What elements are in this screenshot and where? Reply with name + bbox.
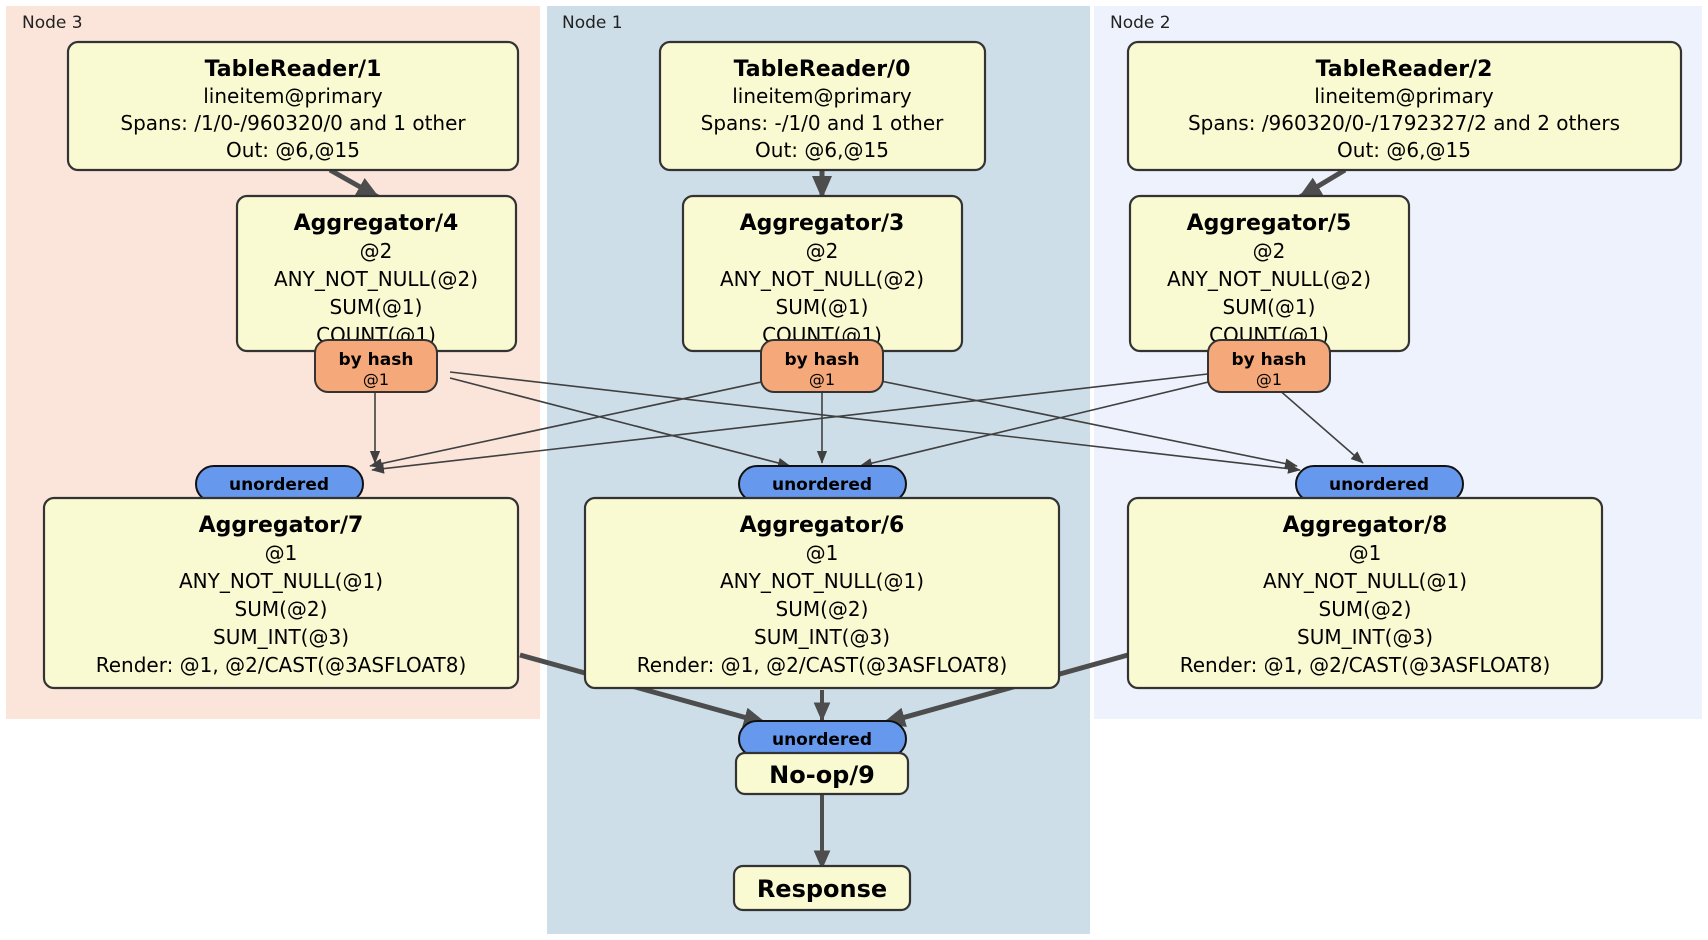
processor-line: @1: [265, 541, 298, 565]
processor-line: ANY_NOT_NULL(@2): [1167, 267, 1371, 291]
processor-line: ANY_NOT_NULL(@2): [274, 267, 478, 291]
processor-line: @2: [806, 239, 839, 263]
processor-line: Render: @1, @2/CAST(@3ASFLOAT8): [96, 653, 467, 677]
processor-line: Spans: /1/0-/960320/0 and 1 other: [120, 111, 466, 135]
processor-response[interactable]: Response: [732, 864, 912, 912]
router-label: by hash: [1232, 350, 1307, 370]
processor-line: SUM_INT(@3): [1297, 625, 1433, 649]
edge-byhash-right-unordered-left: [371, 371, 1226, 474]
router-byhash-left[interactable]: by hash @1: [314, 339, 438, 393]
processor-line: Spans: -/1/0 and 1 other: [701, 111, 944, 135]
processor-line: lineitem@primary: [732, 84, 912, 108]
processor-line: Render: @1, @2/CAST(@3ASFLOAT8): [637, 653, 1008, 677]
panel-node2-label: Node 2: [1110, 13, 1171, 33]
processor-title: TableReader/1: [205, 57, 382, 82]
processor-line: SUM(@1): [330, 295, 423, 319]
processor-title: Aggregator/8: [1283, 513, 1448, 538]
processor-line: SUM_INT(@3): [754, 625, 890, 649]
router-sub: @1: [1256, 370, 1282, 389]
processor-title: Response: [757, 875, 887, 903]
processor-line: SUM(@2): [1319, 597, 1412, 621]
processor-line: SUM(@1): [776, 295, 869, 319]
processor-line: lineitem@primary: [1314, 84, 1494, 108]
synchronizer-label: unordered: [772, 730, 872, 750]
edge-byhash-right-unordered-center: [859, 377, 1226, 469]
edges-reader-to-aggregator: [328, 167, 1347, 200]
router-byhash-center[interactable]: by hash @1: [760, 339, 884, 393]
processor-line: @1: [806, 541, 839, 565]
edge-byhash-right-unordered-right: [1269, 381, 1364, 464]
router-label: by hash: [339, 350, 414, 370]
processor-line: ANY_NOT_NULL(@1): [179, 569, 383, 593]
processor-title: No-op/9: [769, 761, 875, 789]
processor-line: @1: [1349, 541, 1382, 565]
processor-line: Render: @1, @2/CAST(@3ASFLOAT8): [1180, 653, 1551, 677]
processor-line: SUM_INT(@3): [213, 625, 349, 649]
processor-aggregator5[interactable]: Aggregator/5 @2 ANY_NOT_NULL(@2) SUM(@1)…: [1128, 194, 1411, 353]
synchronizer-unordered-left[interactable]: unordered: [195, 465, 364, 503]
processor-title: TableReader/0: [734, 57, 911, 82]
processor-tablereader2[interactable]: TableReader/2 lineitem@primary Spans: /9…: [1126, 40, 1683, 172]
router-label: by hash: [785, 350, 860, 370]
router-sub: @1: [809, 370, 835, 389]
processor-tablereader0[interactable]: TableReader/0 lineitem@primary Spans: -/…: [658, 40, 987, 172]
synchronizer-unordered-final[interactable]: unordered: [738, 720, 907, 758]
processor-line: SUM(@2): [776, 597, 869, 621]
processor-tablereader1[interactable]: TableReader/1 lineitem@primary Spans: /1…: [66, 40, 520, 172]
edge-byhash-center-unordered-left: [369, 377, 781, 469]
processor-aggregator6[interactable]: Aggregator/6 @1 ANY_NOT_NULL(@1) SUM(@2)…: [583, 496, 1061, 690]
processor-title: Aggregator/5: [1187, 211, 1352, 236]
processor-line: SUM(@1): [1223, 295, 1316, 319]
processor-aggregator7[interactable]: Aggregator/7 @1 ANY_NOT_NULL(@1) SUM(@2)…: [42, 496, 520, 690]
synchronizer-unordered-center[interactable]: unordered: [738, 465, 907, 503]
edge-byhash-left-unordered-right: [449, 371, 1301, 474]
processor-title: Aggregator/7: [199, 513, 364, 538]
processor-line: ANY_NOT_NULL(@1): [720, 569, 924, 593]
processor-noop9[interactable]: No-op/9: [734, 751, 910, 796]
processor-line: @2: [1253, 239, 1286, 263]
router-sub: @1: [363, 370, 389, 389]
processor-line: SUM(@2): [235, 597, 328, 621]
processor-line: Out: @6,@15: [1337, 138, 1471, 162]
edge-tablereader2-aggregator5: [1298, 167, 1347, 200]
processor-line: Out: @6,@15: [755, 138, 889, 162]
synchronizer-label: unordered: [1329, 475, 1429, 495]
processor-aggregator4[interactable]: Aggregator/4 @2 ANY_NOT_NULL(@2) SUM(@1)…: [235, 194, 518, 353]
processor-title: Aggregator/4: [294, 211, 459, 236]
processor-aggregator8[interactable]: Aggregator/8 @1 ANY_NOT_NULL(@1) SUM(@2)…: [1126, 496, 1604, 690]
edges-hash-to-unordered: [369, 371, 1364, 474]
processor-line: Out: @6,@15: [226, 138, 360, 162]
edge-byhash-left-unordered-center: [449, 377, 791, 468]
processor-line: Spans: /960320/0-/1792327/2 and 2 others: [1188, 111, 1620, 135]
processor-title: TableReader/2: [1316, 57, 1493, 82]
processor-line: ANY_NOT_NULL(@1): [1263, 569, 1467, 593]
synchronizer-label: unordered: [229, 475, 329, 495]
processor-aggregator3[interactable]: Aggregator/3 @2 ANY_NOT_NULL(@2) SUM(@1)…: [681, 194, 964, 353]
synchronizer-label: unordered: [772, 475, 872, 495]
panel-node1-label: Node 1: [562, 13, 623, 33]
processor-title: Aggregator/3: [740, 211, 905, 236]
processor-line: lineitem@primary: [203, 84, 383, 108]
synchronizer-unordered-right[interactable]: unordered: [1295, 465, 1464, 503]
router-byhash-right[interactable]: by hash @1: [1207, 339, 1331, 393]
processor-title: Aggregator/6: [740, 513, 905, 538]
processor-line: ANY_NOT_NULL(@2): [720, 267, 924, 291]
processor-line: @2: [360, 239, 393, 263]
panel-node3-label: Node 3: [22, 13, 83, 33]
edge-byhash-center-unordered-right: [865, 377, 1298, 469]
edge-tablereader1-aggregator4: [328, 167, 380, 200]
